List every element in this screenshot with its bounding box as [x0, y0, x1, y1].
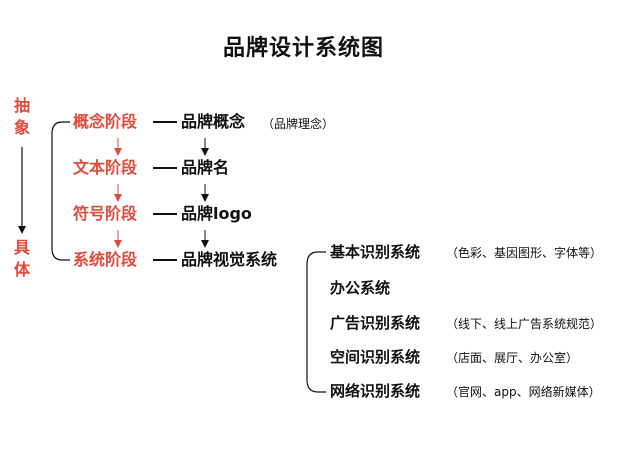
diagram-title: 品牌设计系统图	[223, 36, 385, 61]
brand-logo-label: 品牌logo	[181, 204, 252, 223]
axis-label-concrete-2: 体	[14, 260, 31, 279]
stage-text-label: 文本阶段	[73, 158, 138, 177]
system-basic-label: 基本识别系统	[330, 243, 421, 261]
stage-symbol-label: 符号阶段	[73, 204, 138, 223]
system-web-label: 网络识别系统	[330, 382, 421, 400]
system-web-note: （官网、app、网络新媒体）	[446, 385, 601, 399]
stage-system-label: 系统阶段	[73, 250, 138, 269]
system-ad-note: （线下、线上广告系统规范）	[446, 317, 603, 331]
axis-label-abstract-2: 象	[14, 118, 31, 137]
system-office-label: 办公系统	[330, 279, 391, 297]
system-space-note: （店面、展厅、办公室）	[446, 351, 579, 365]
axis-label-abstract-1: 抽	[14, 96, 31, 115]
system-basic-note: （色彩、基因图形、字体等）	[446, 246, 603, 260]
stage-concept-label: 概念阶段	[73, 112, 138, 131]
brand-concept-label: 品牌概念	[181, 112, 246, 131]
stage-bracket	[51, 121, 70, 261]
axis-label-concrete-1: 具	[14, 238, 31, 257]
system-ad-label: 广告识别系统	[330, 314, 421, 332]
brand-visual-system-label: 品牌视觉系统	[181, 250, 278, 269]
system-space-label: 空间识别系统	[330, 348, 421, 366]
brand-concept-note: （品牌理念）	[262, 117, 335, 131]
brand-name-label: 品牌名	[181, 158, 230, 177]
system-bracket	[306, 251, 326, 393]
